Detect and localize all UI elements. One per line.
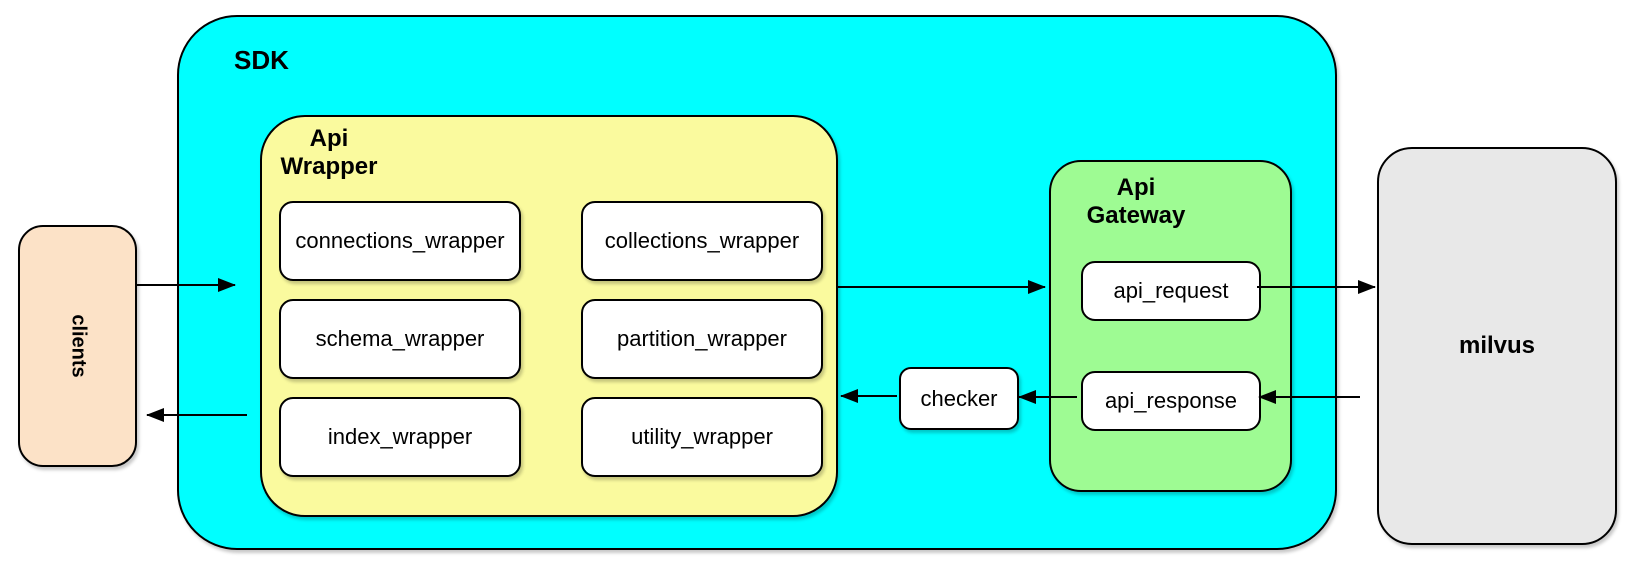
api-wrapper-container: Api Wrapper connections_wrapper collecti…	[260, 115, 838, 517]
collections-wrapper-node: collections_wrapper	[581, 201, 823, 281]
milvus-node: milvus	[1377, 147, 1617, 545]
api-wrapper-label-line2: Wrapper	[280, 152, 378, 180]
api-gateway-label-line1: Api	[1116, 174, 1156, 201]
checker-node: checker	[899, 367, 1019, 430]
wrapper-module-grid: connections_wrapper collections_wrapper …	[279, 201, 823, 477]
api-wrapper-label: Api Wrapper	[270, 125, 388, 180]
sdk-container: SDK Api Wrapper connections_wrapper coll…	[177, 15, 1337, 550]
api-gateway-label: Api Gateway	[1051, 174, 1221, 229]
clients-node: clients	[18, 225, 137, 467]
clients-label: clients	[67, 314, 89, 378]
index-wrapper-node: index_wrapper	[279, 397, 521, 477]
api-gateway-container: Api Gateway api_request api_response	[1049, 160, 1292, 492]
schema-wrapper-node: schema_wrapper	[279, 299, 521, 379]
partition-wrapper-node: partition_wrapper	[581, 299, 823, 379]
milvus-label: milvus	[1458, 332, 1536, 359]
sdk-label: SDK	[234, 45, 289, 75]
api-response-node: api_response	[1081, 371, 1261, 431]
api-wrapper-label-line1: Api	[309, 125, 349, 152]
utility-wrapper-node: utility_wrapper	[581, 397, 823, 477]
connections-wrapper-node: connections_wrapper	[279, 201, 521, 281]
api-gateway-label-line2: Gateway	[1086, 201, 1186, 229]
api-request-node: api_request	[1081, 261, 1261, 321]
